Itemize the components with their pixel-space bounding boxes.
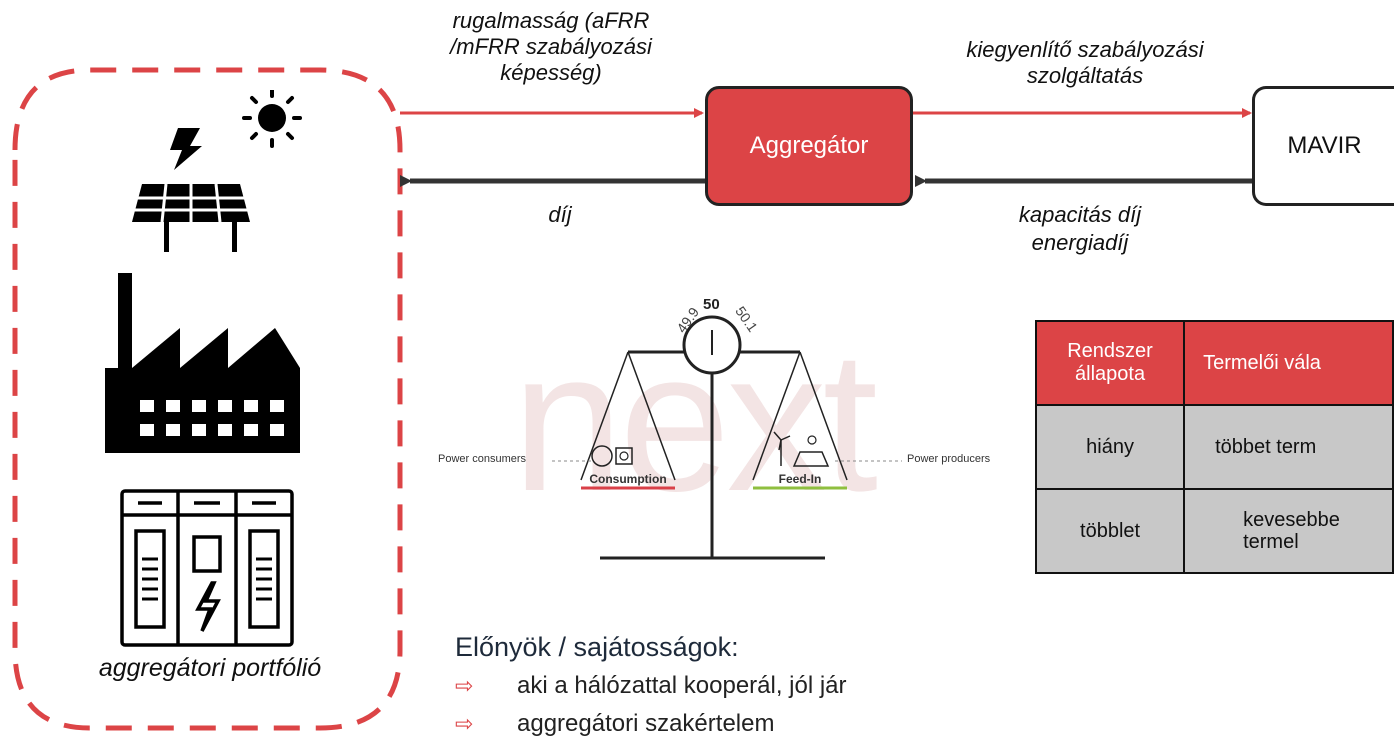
benefits-list: Előnyök / sajátosságok: ⇨ aki a hálózatt…: [455, 632, 847, 743]
lightning-icon: [170, 128, 202, 170]
balancing-service-label: kiegyenlítő szabályozási szolgáltatás: [966, 37, 1204, 88]
fee-label: díj: [548, 202, 572, 227]
table-header-row: Rendszer állapota Termelői vála: [1034, 320, 1394, 406]
table-row: hiány többet term: [1034, 404, 1394, 490]
table-cell: többlet: [1034, 488, 1186, 574]
mavir-node: MAVIR: [1252, 86, 1394, 206]
system-state-table: Rendszer állapota Termelői vála hiány tö…: [1034, 320, 1394, 574]
power-consumers-label: Power consumers: [438, 453, 527, 465]
freq-mid-label: 50: [703, 296, 720, 313]
feed-in-label: Feed-In: [778, 472, 822, 486]
sun-icon: [242, 90, 302, 148]
table-header: Rendszer állapota: [1034, 320, 1186, 406]
table-cell: hiány: [1034, 404, 1186, 490]
capacity-fee-label: kapacitás díj: [1018, 202, 1142, 227]
flexibility-label: rugalmasság (aFRR /mFRR szabályozási kép…: [450, 8, 652, 85]
power-producers-label: Power producers: [907, 453, 991, 465]
battery-cabinet-icon: [120, 489, 294, 647]
factory-icon: [105, 273, 300, 453]
arrow-right-icon: ⇨: [455, 673, 474, 698]
table-cell: többet term: [1183, 404, 1394, 490]
solar-panel-icon: [132, 183, 250, 252]
table-header: Termelői vála: [1183, 320, 1394, 406]
solar-group: [132, 90, 302, 252]
aggregator-node: Aggregátor: [705, 86, 913, 206]
consumption-label: Consumption: [589, 472, 667, 486]
energy-fee-label: energiadíj: [1031, 230, 1129, 255]
list-item-label: aki a hálózattal kooperál, jól jár: [517, 672, 847, 699]
benefits-title: Előnyök / sajátosságok:: [455, 632, 739, 662]
portfolio-label: aggregátori portfólió: [98, 654, 322, 682]
table-row: többlet kevesebbe termel: [1034, 488, 1394, 574]
arrow-right-icon: ⇨: [455, 711, 474, 736]
list-item: ⇨ aki a hálózattal kooperál, jól jár: [455, 667, 847, 705]
list-item: ⇨ aggregátori szakértelem: [455, 705, 847, 743]
table-cell: kevesebbe termel: [1183, 488, 1394, 574]
list-item-label: aggregátori szakértelem: [517, 710, 775, 737]
